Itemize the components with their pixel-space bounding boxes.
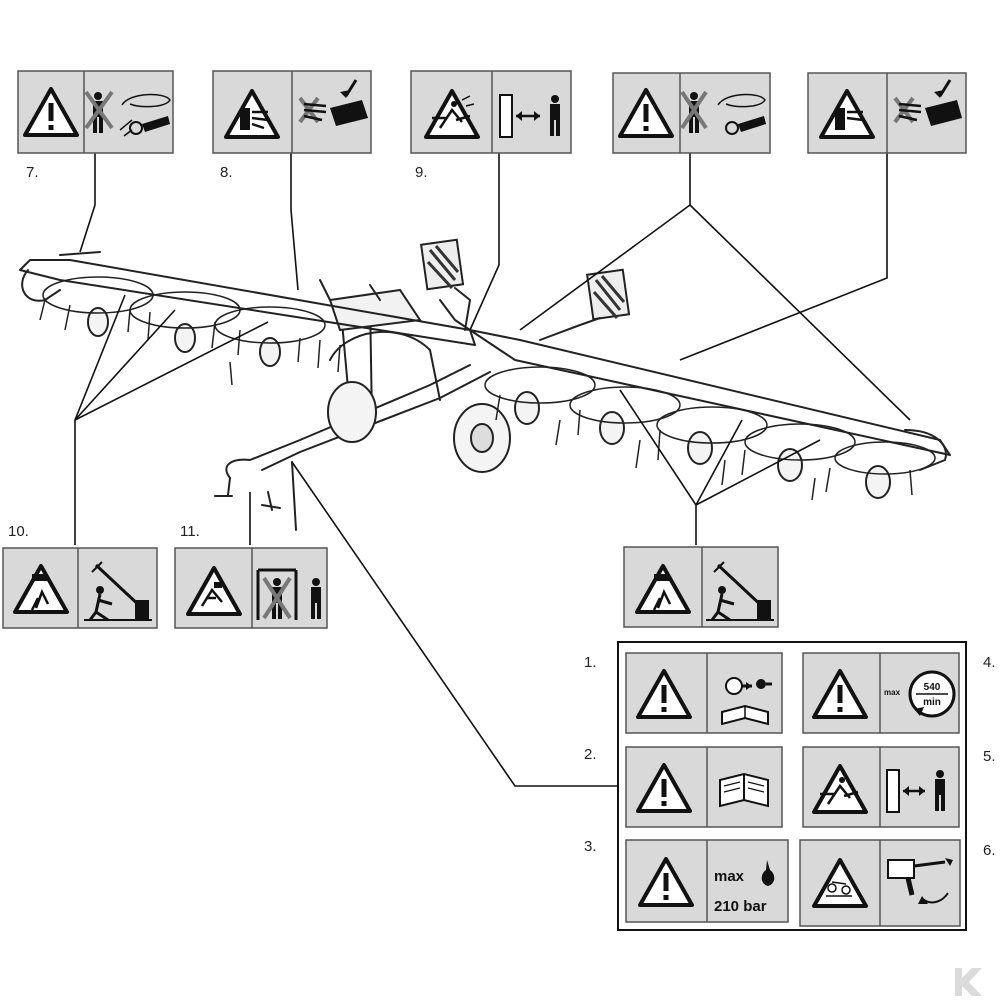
decal-3-number: 3. [584, 838, 597, 855]
safety-distance-icon [499, 94, 560, 138]
decal-3-pressure: 210 bar [714, 898, 767, 915]
decal-1-number: 1. [584, 654, 597, 671]
watermark-logo [955, 968, 982, 996]
leader-lines [74, 153, 911, 787]
tractor-key-icon [725, 677, 772, 695]
decal-4: max 540 min [802, 652, 960, 734]
decal-10 [2, 547, 158, 629]
decal-2-number: 2. [584, 746, 597, 763]
decal-5 [802, 746, 960, 828]
decal-10-number: 10. [8, 523, 29, 540]
decal-9 [410, 70, 572, 154]
safety-distance-icon [886, 769, 945, 813]
decal-1 [625, 652, 783, 734]
decal-6 [799, 839, 961, 927]
decal-10-copy [623, 546, 779, 628]
decal-11 [174, 547, 328, 629]
tractor-gap-icon [256, 568, 321, 620]
rotating-tines-icon [680, 90, 766, 135]
decal-4-speed: 540 [924, 682, 941, 693]
crush-hazard-icon [893, 79, 962, 126]
decal-group-frame [617, 641, 967, 931]
decal-11-number: 11. [180, 523, 200, 540]
decal-4-unit: min [923, 697, 941, 708]
decal-7-number: 7. [26, 164, 39, 181]
thrown-object-icon [432, 95, 475, 129]
decal-6-number: 6. [983, 842, 996, 859]
decal-8-number: 8. [220, 164, 233, 181]
tedder-machine-illustration [19, 238, 951, 531]
thrown-object-icon [820, 777, 859, 805]
decal-3: max 210 bar [625, 839, 789, 923]
rotating-tines-icon [84, 90, 171, 137]
decal-7 [17, 70, 174, 154]
hydraulic-pressure-icon: max 210 bar [714, 860, 775, 915]
manual-book-icon [719, 772, 769, 808]
left-rotors [39, 276, 341, 386]
pto-speed-icon: max 540 min [884, 670, 956, 718]
decal-9-number: 9. [415, 164, 428, 181]
decal-4-number: 4. [983, 654, 996, 671]
right-rotors [484, 366, 936, 501]
crush-hazard-icon [298, 79, 368, 126]
decal-7-copy [612, 72, 771, 154]
falling-part-icon [706, 561, 774, 622]
manual-book-icon [721, 704, 769, 726]
falling-part-icon [84, 561, 152, 622]
decal-8-copy [807, 72, 967, 154]
decal-3-max: max [714, 868, 745, 885]
decal-4-max: max [884, 688, 901, 697]
decal-5-number: 5. [983, 748, 996, 765]
decal-2 [625, 746, 783, 828]
decal-8 [212, 70, 372, 154]
pto-shaft-icon [887, 858, 953, 904]
